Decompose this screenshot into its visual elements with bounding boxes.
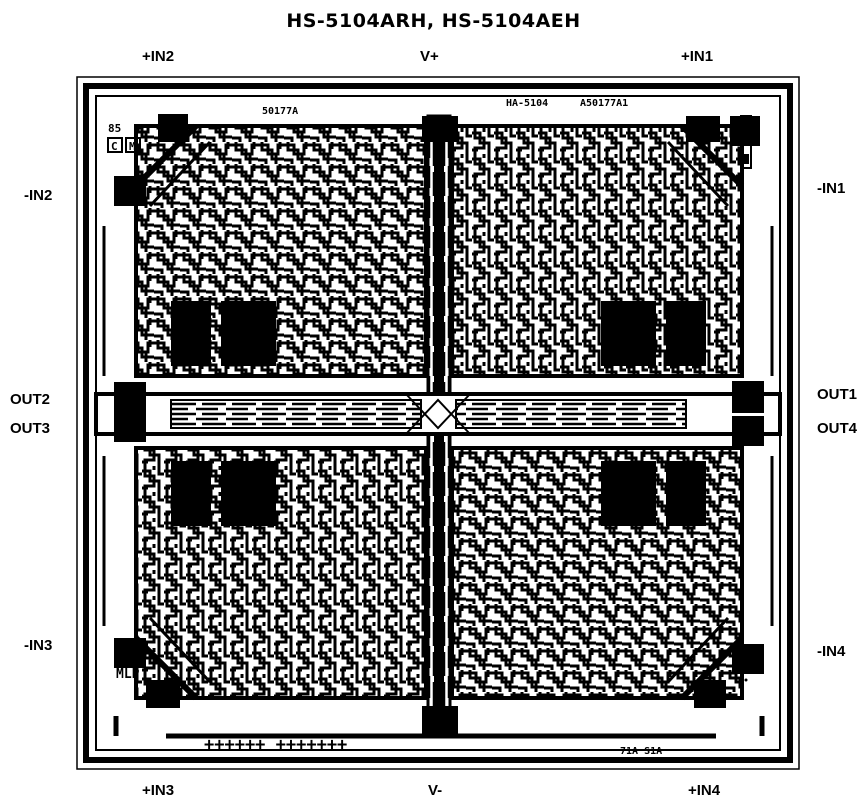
die-mark-year: 85	[108, 122, 121, 135]
pin-label-out1: OUT1	[817, 386, 858, 403]
pin-label-out2: OUT2	[10, 391, 51, 408]
die-mark-a50177a1: A50177A1	[580, 98, 628, 109]
die-mark-50177a: 50177A	[262, 106, 298, 117]
pin-label-v-plus: V+	[420, 48, 439, 65]
pin-label-out4: OUT4	[817, 420, 858, 437]
die-mark-logo-c: C	[111, 140, 118, 153]
die-mark-ha-5104: HA-5104	[506, 98, 548, 109]
pin-label-out3: OUT3	[10, 420, 51, 437]
die-layout: 50177A HA-5104 A50177A1 85 C M TJG MLP +…	[76, 76, 800, 770]
pin-label-plus-in4: +IN4	[688, 782, 721, 799]
die-mark-logo-m: M	[129, 140, 136, 153]
die-mark-initials-tjg: TJG	[116, 653, 140, 668]
pin-label-plus-in2: +IN2	[142, 48, 175, 65]
pin-label-minus-in1: -IN1	[817, 180, 846, 197]
pin-label-plus-in1: +IN1	[681, 48, 714, 65]
pin-label-v-minus: V-	[428, 782, 443, 799]
pin-label-plus-in3: +IN3	[142, 782, 175, 799]
pin-label-minus-in4: -IN4	[817, 643, 846, 660]
pin-label-minus-in3: -IN3	[24, 637, 53, 654]
pin-label-minus-in2: -IN2	[24, 187, 53, 204]
die-mark-crosses: ++++++ +++++++	[204, 735, 347, 755]
die-mark-71a-s1a: 71A S1A	[620, 746, 662, 757]
die-mark-initials-mlp: MLP	[116, 667, 140, 682]
diagram-title: HS-5104ARH, HS-5104AEH	[286, 10, 581, 32]
